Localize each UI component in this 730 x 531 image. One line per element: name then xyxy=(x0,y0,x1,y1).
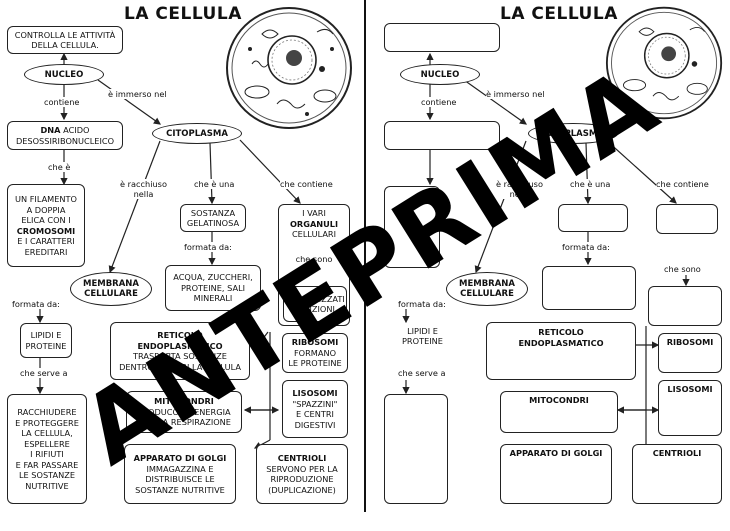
che-serve-label: che serve a xyxy=(20,368,68,378)
immerso-label: è immerso nel xyxy=(108,89,167,99)
che-e-label: che è xyxy=(48,162,71,172)
immerso-label-blank: è immerso nel xyxy=(486,89,545,99)
contiene-label: contiene xyxy=(44,97,80,107)
centrioli-box: CENTRIOLI SERVONO PER LA RIPRODUZIONE (D… xyxy=(256,444,348,504)
blank-box-organuli[interactable] xyxy=(656,204,718,234)
panel-divider xyxy=(364,0,366,512)
golgi-box-blank: APPARATO DI GOLGI xyxy=(500,444,612,504)
blank-concept-map: LA CELLULA NUCLEO contiene è immerso nel… xyxy=(366,0,730,512)
formata-da-label: formata da: xyxy=(184,242,232,252)
blank-box-nucleus-function[interactable] xyxy=(384,23,500,52)
reticolo-box: RETICOLO ENDOPLASMATICO TRASPORTA SOSTAN… xyxy=(110,322,250,380)
acqua-box: ACQUA, ZUCCHERI, PROTEINE, SALI MINERALI xyxy=(165,265,261,311)
formata-da-label-blank: formata da: xyxy=(562,242,610,252)
golgi-box: APPARATO DI GOLGI IMMAGAZZINA E DISTRIBU… xyxy=(124,444,236,504)
page-title: LA CELLULA xyxy=(124,4,242,24)
che-una-label: che è una xyxy=(194,179,235,189)
mitocondri-box: MITOCONDRI PRODUCONO ENERGIA CON LA RESP… xyxy=(126,391,242,433)
connector-lines xyxy=(36,52,314,449)
blank-box-sostanza[interactable] xyxy=(558,204,628,232)
dna-box: DNA ACIDO DESOSSIRIBONUCLEICO xyxy=(7,121,123,150)
lisosomi-box: LISOSOMI "SPAZZINI" E CENTRI DIGESTIVI xyxy=(282,380,348,438)
centrioli-box-blank: CENTRIOLI xyxy=(632,444,722,504)
ribosomi-box-blank: RIBOSOMI xyxy=(658,333,722,373)
che-serve-label-blank: che serve a xyxy=(398,368,446,378)
mitocondri-box-blank: MITOCONDRI xyxy=(500,391,618,433)
citoplasma-oval-blank: CITOPLASMA xyxy=(528,123,618,144)
racchiudere-box: RACCHIUDERE E PROTEGGERE LA CELLULA, ESP… xyxy=(7,394,87,504)
contiene-label-blank: contiene xyxy=(421,97,457,107)
blank-box-filament[interactable] xyxy=(384,186,440,268)
che-contiene-label-blank: che contiene xyxy=(656,179,709,189)
che-una-label-blank: che è una xyxy=(570,179,611,189)
blank-box-racchiudere[interactable] xyxy=(384,394,448,504)
page-title-blank: LA CELLULA xyxy=(500,4,618,24)
blank-box-specializzati[interactable] xyxy=(648,286,722,326)
formata-da-membrana-label-blank: formata da: xyxy=(398,299,446,309)
ribosomi-box: RIBOSOMI FORMANO LE PROTEINE xyxy=(282,333,348,373)
che-sono-label-blank: che sono xyxy=(664,264,701,274)
connector-lines-blank xyxy=(402,52,690,445)
blank-box-dna[interactable] xyxy=(384,121,500,150)
cell-illustration-icon xyxy=(226,7,352,129)
formata-da-membrana-label: formata da: xyxy=(12,299,60,309)
lisosomi-box-blank: LISOSOMI xyxy=(658,380,722,436)
cell-illustration-blank-icon xyxy=(605,6,723,120)
citoplasma-oval: CITOPLASMA xyxy=(152,123,242,144)
blank-box-acqua[interactable] xyxy=(542,266,636,310)
che-contiene-label: che contiene xyxy=(280,179,333,189)
filament-box: UN FILAMENTO A DOPPIA ELICA CON I CROMOS… xyxy=(7,184,85,267)
nucleo-oval-blank: NUCLEO xyxy=(400,64,480,85)
nucleo-oval: NUCLEO xyxy=(24,64,104,85)
